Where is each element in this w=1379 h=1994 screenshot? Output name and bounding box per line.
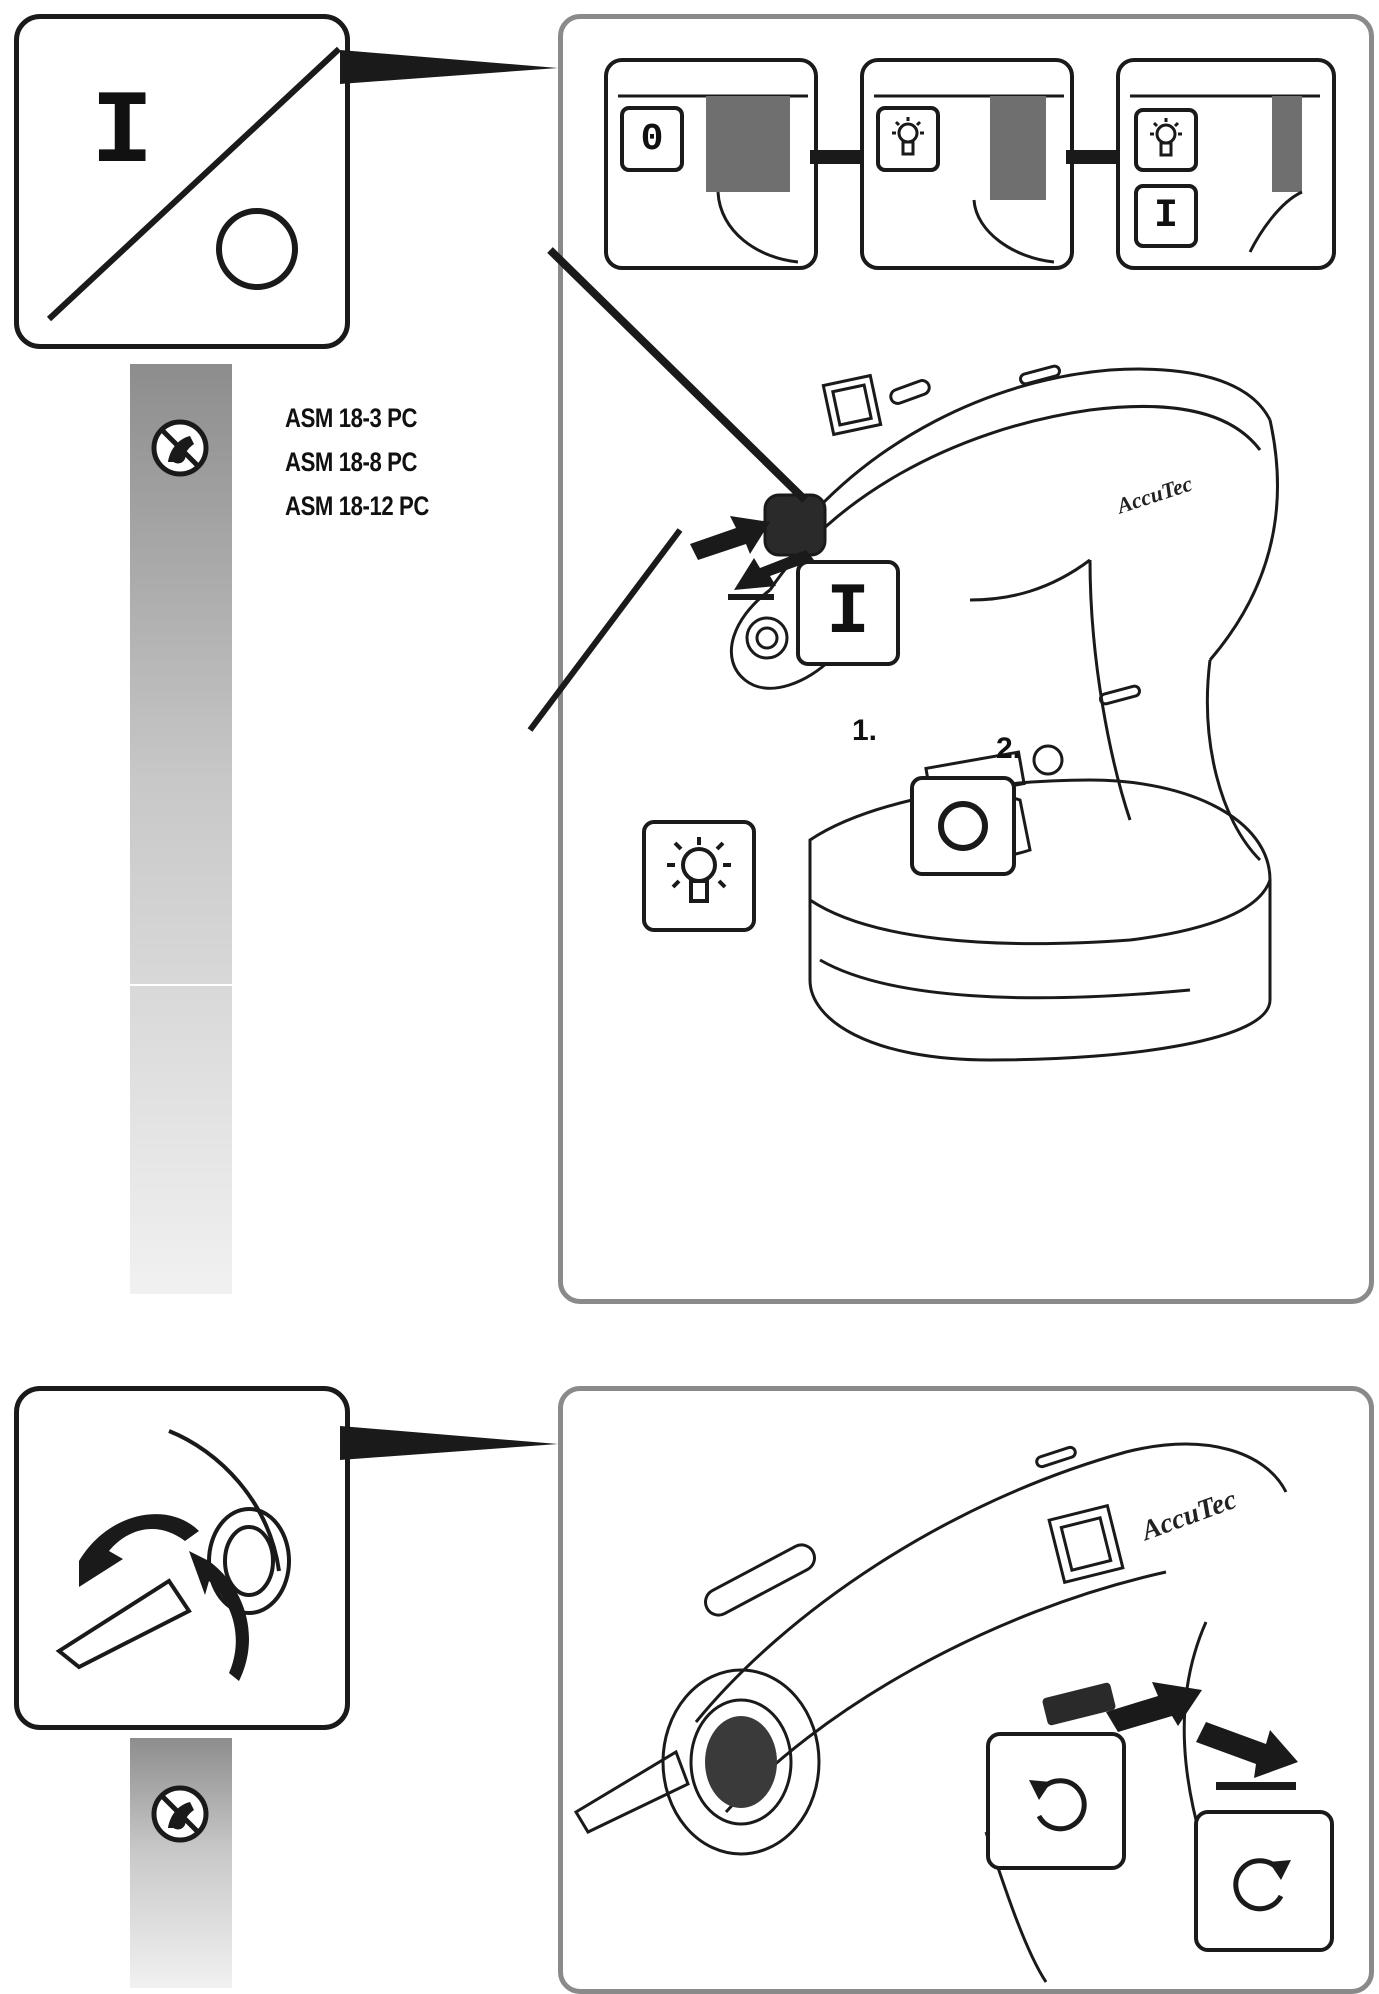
side-strip [130,1738,232,1988]
model-list: ASM 18-3 PC ASM 18-8 PC ASM 18-12 PC [285,396,429,528]
trigger-detail [1130,94,1320,253]
counterclockwise-icon [1029,1778,1087,1832]
callout-pointer [340,1426,558,1460]
step-2-label: 2. [996,732,1022,765]
side-strip [130,364,232,1294]
lamp-icon [667,837,731,903]
lamp-icon [1150,118,1182,157]
connector-bar [1066,150,1118,164]
model-name: ASM 18-12 PC [285,491,429,521]
cordless-screwdriver-illustration [527,247,1279,1062]
trigger-detail [874,94,1064,264]
state-box-on: I [1116,58,1336,270]
clockwise-icon [1233,1858,1291,1912]
bit-rotation-icon [55,1429,291,1681]
model-name: ASM 18-3 PC [285,403,418,433]
lamp-icon [892,117,924,156]
no-gloves-warning-icon [151,419,209,477]
on-symbol: I [91,75,154,193]
rotation-right-box [1194,1810,1334,1952]
state-box-light [860,58,1074,270]
on-off-callout: I [14,14,350,349]
off-circle-icon [938,801,988,851]
strip-divider [130,984,232,986]
trigger-detail [618,94,808,264]
step-1-label: 1. [852,714,878,747]
bit-change-callout [14,1386,350,1730]
lamp-symbol [1134,108,1198,172]
screwdriver-front-illustration [573,1442,1298,1983]
on-off-symbol-icon [46,46,342,322]
on-symbol-box: I [796,560,900,666]
off-symbol-box [910,776,1016,876]
connector-bar [810,150,862,164]
on-symbol: I [1134,184,1198,248]
lamp-symbol [876,106,940,172]
lamp-symbol-box [642,820,756,932]
callout-pointer [340,50,558,84]
state-box-off: 0 [604,58,818,270]
rotation-left-box [986,1732,1126,1870]
no-gloves-warning-icon [151,1785,209,1843]
model-name: ASM 18-8 PC [285,447,418,477]
zero-symbol: 0 [620,106,684,172]
